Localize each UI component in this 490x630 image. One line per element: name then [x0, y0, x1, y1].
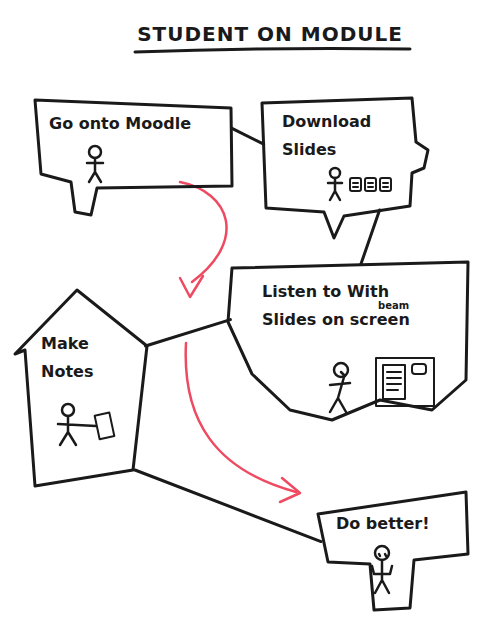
- node-label: Go onto Moodle: [49, 110, 227, 138]
- process-box: Make Notes: [15, 290, 165, 490]
- screen-icon: [376, 358, 434, 406]
- flow-arrow: [180, 182, 227, 282]
- connector-line: [232, 128, 264, 144]
- flow-arrowhead: [280, 478, 300, 502]
- stick-figure: [58, 404, 96, 445]
- slide-icons: [350, 178, 391, 191]
- diagram-title: STUDENT ON MODULE: [110, 22, 430, 46]
- box-outline: [318, 492, 470, 610]
- node-label: Make Notes: [41, 330, 121, 386]
- box-outline-path: [228, 262, 468, 420]
- node-label: Do better!: [336, 510, 464, 538]
- stick-figure: [372, 546, 392, 593]
- connector-line: [146, 320, 231, 346]
- stick-figure: [330, 363, 350, 412]
- process-box: Go onto Moodle: [35, 98, 235, 215]
- connector-line: [361, 210, 380, 264]
- stick-figure: [87, 146, 103, 182]
- node-label: Download Slides: [282, 108, 392, 164]
- node-insert-text: beam: [378, 300, 438, 312]
- flow-arrowhead: [180, 276, 203, 297]
- node-label: Listen to With Slides on screen: [262, 278, 440, 334]
- paper-icon: [95, 413, 115, 440]
- process-box: Listen to With Slides on screenbeam: [228, 262, 470, 422]
- box-outline-path: [318, 492, 468, 610]
- box-outline-path: [15, 290, 147, 486]
- process-box: Do better!: [318, 492, 470, 610]
- title-underline: [135, 48, 410, 52]
- box-outline-path: [35, 100, 232, 215]
- flow-arrow: [186, 343, 296, 492]
- box-outline-path: [262, 98, 428, 238]
- process-box: Download Slides: [262, 98, 430, 238]
- box-outline: [15, 290, 165, 490]
- stick-figure: [328, 168, 342, 200]
- connector-line: [135, 470, 321, 542]
